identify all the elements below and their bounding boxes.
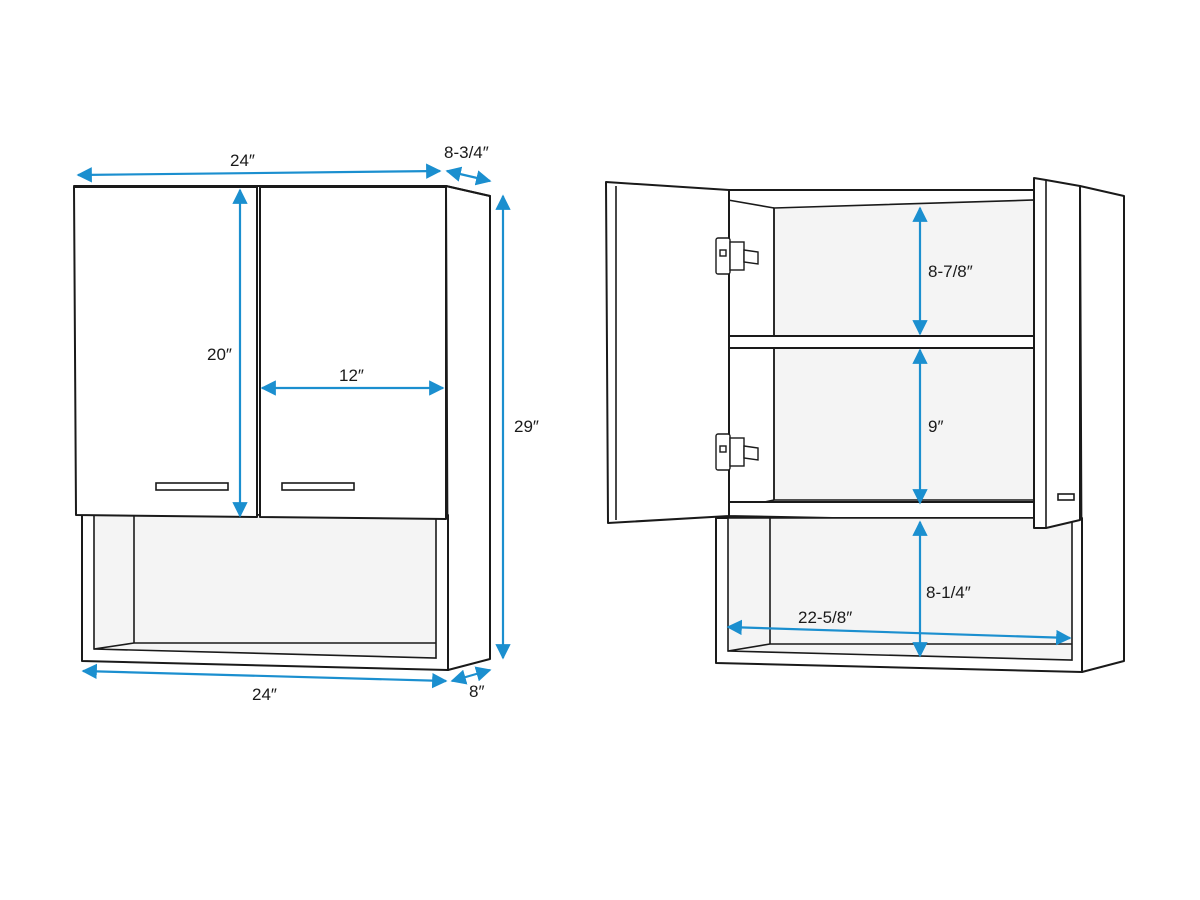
top-width-arrow [76,163,442,183]
open-shelf-interior [93,514,437,659]
interior-width-label: 22-5/8″ [798,608,852,627]
closed-dimension-labels: 24″ 8-3/4″ 20″ 12″ 29″ 24″ 8″ [207,143,539,704]
top-width-label: 24″ [230,151,255,170]
lower-hinge [715,433,759,471]
bottom-width-arrow [81,663,448,689]
bottom-width-label: 24″ [252,685,277,704]
overall-height-label: 29″ [514,417,539,436]
left-open-door [605,181,730,524]
open-cabinet-drawing [605,177,1125,673]
interior-width-arrow [726,619,1072,646]
upper-shelf-height-label: 8-7/8″ [928,262,973,281]
bottom-depth-arrow [450,666,492,685]
cabinet-back-panel [773,199,1035,501]
upper-hinge [715,237,759,275]
right-door-handle-edge [1057,493,1075,501]
left-door-handle [155,482,229,491]
left-door [73,186,258,518]
middle-shelf-height-label: 9″ [928,417,943,436]
door-width-label: 12″ [339,366,364,385]
middle-shelf [727,335,1035,349]
open-dimension-arrows [726,206,1072,658]
open-cabinet-side-panel [1079,185,1125,673]
door-height-label: 20″ [207,345,232,364]
closed-dimension-arrows [76,163,511,689]
right-door [259,186,447,520]
right-door-handle [281,482,355,491]
open-lower-interior [727,517,1073,661]
cabinet-side-panel [445,185,491,671]
bottom-depth-label: 8″ [469,682,484,701]
right-open-door [1033,177,1081,529]
open-dimension-labels: 8-7/8″ 9″ 8-1/4″ 22-5/8″ [798,262,973,627]
top-depth-label: 8-3/4″ [444,143,489,162]
closed-cabinet-drawing [73,185,491,671]
top-depth-arrow [445,166,492,186]
open-shelf-height-label: 8-1/4″ [926,583,971,602]
